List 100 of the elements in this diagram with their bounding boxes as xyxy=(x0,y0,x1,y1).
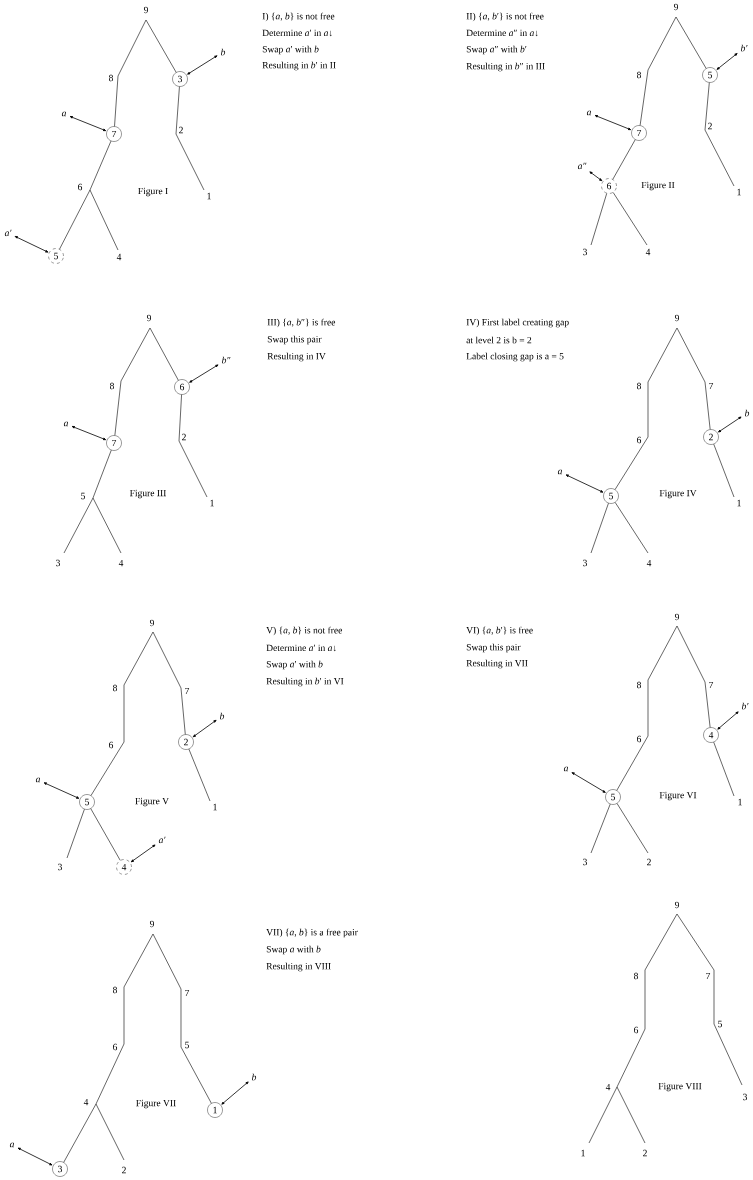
tree-branch xyxy=(647,381,649,438)
double-arrow xyxy=(589,171,603,182)
step-text: Swap this pair xyxy=(267,335,322,345)
circled-node: 7 xyxy=(631,125,647,141)
figure-caption: Figure VII xyxy=(136,1099,176,1109)
figure-caption: Figure VIII xyxy=(658,1082,702,1092)
tree-branch xyxy=(178,394,182,442)
pointer-label: b″ xyxy=(222,356,231,364)
node-number: 3 xyxy=(56,559,60,567)
tree-branch xyxy=(92,497,122,554)
circled-node: 5 xyxy=(605,789,621,805)
tree-branch xyxy=(644,969,646,1030)
tree-branch xyxy=(704,82,710,131)
tree-branch xyxy=(63,497,94,554)
tree-branch xyxy=(92,449,112,499)
tree-branch xyxy=(123,933,154,988)
tree-branch xyxy=(89,189,119,251)
double-arrow xyxy=(565,474,604,493)
pointer-label: b xyxy=(219,712,225,720)
node-number: 3 xyxy=(583,248,587,256)
node-number: 5 xyxy=(718,1020,722,1028)
figure-caption: Figure I xyxy=(138,187,168,197)
node-number: 6 xyxy=(109,741,114,749)
node-number: 3 xyxy=(743,1093,747,1101)
node-number: 8 xyxy=(637,681,641,689)
dashed-circled-node: 5 xyxy=(48,248,64,264)
step-text: Determine a″ in a↓ xyxy=(466,29,538,37)
circled-node: 2 xyxy=(178,734,194,750)
circled-node: 4 xyxy=(703,727,719,743)
tree-branch xyxy=(117,19,147,77)
tree-branch xyxy=(639,69,649,126)
node-number: 7 xyxy=(709,681,714,689)
tree-branch xyxy=(152,933,182,990)
node-number: 9 xyxy=(674,613,679,621)
figure-caption: Figure V xyxy=(135,797,169,807)
tree-branch xyxy=(95,1103,125,1161)
node-number: 8 xyxy=(110,382,114,390)
tree-branch xyxy=(588,1086,618,1144)
circled-node: 1 xyxy=(207,1102,223,1118)
tree-branch xyxy=(616,1086,646,1144)
step-text: Resulting in b′ in II xyxy=(262,61,336,71)
tree-branch xyxy=(616,735,649,791)
tree-branch xyxy=(123,631,154,686)
node-number: 8 xyxy=(113,986,117,994)
tree-branch xyxy=(180,988,182,1048)
tree-branch xyxy=(713,969,715,1025)
step-text: Determine a′ in a↓ xyxy=(262,29,332,37)
tree-branch xyxy=(675,16,707,69)
tree-branch xyxy=(95,1043,125,1105)
tree-branch xyxy=(704,381,711,430)
step-text: Resulting in VIII xyxy=(266,962,331,972)
circled-node: 3 xyxy=(172,71,188,87)
node-number: 7 xyxy=(709,382,714,390)
node-number: 3 xyxy=(58,863,62,871)
step-text: II) {a, b′} is not free xyxy=(466,12,544,22)
tree-branch xyxy=(590,803,611,854)
dashed-circled-node: 4 xyxy=(116,859,132,875)
step-text: III) {a, b″} is free xyxy=(267,318,336,328)
double-arrow xyxy=(43,782,80,799)
tree-branch xyxy=(180,687,186,735)
figure-caption: Figure III xyxy=(129,489,166,499)
tree-branch xyxy=(676,327,706,383)
pointer-label: a xyxy=(61,111,66,117)
tree-branch xyxy=(614,436,649,490)
node-number: 1 xyxy=(737,188,741,196)
tree-branch xyxy=(175,133,205,191)
double-arrow xyxy=(718,416,742,433)
node-number: 3 xyxy=(583,858,587,866)
pointer-label: a xyxy=(557,469,562,475)
step-text: Resulting in IV xyxy=(267,352,326,362)
node-number: 9 xyxy=(149,619,154,627)
step-text: Resulting in b″ in III xyxy=(466,62,545,72)
node-number: 1 xyxy=(737,499,741,507)
tree-branch xyxy=(63,1103,97,1163)
step-text: at level 2 is b = 2 xyxy=(466,336,532,344)
circled-node: 2 xyxy=(703,429,719,445)
double-arrow xyxy=(17,1147,53,1166)
node-number: 1 xyxy=(207,192,211,200)
step-text: Swap a with b xyxy=(266,945,321,955)
pointer-label: a xyxy=(563,766,568,772)
pointer-label: a′ xyxy=(4,229,12,237)
tree-branch xyxy=(590,193,608,246)
dashed-circled-node: 6 xyxy=(601,178,617,194)
step-text: Swap a′ with b xyxy=(262,45,319,55)
node-number: 1 xyxy=(581,1149,585,1157)
node-number: 8 xyxy=(637,382,641,390)
step-text: Resulting in b′ in VI xyxy=(266,677,344,687)
node-number: 9 xyxy=(143,6,148,14)
pointer-label: b xyxy=(220,48,226,56)
step-text: V) {a, b} is not free xyxy=(266,626,342,636)
tree-branch xyxy=(616,803,649,854)
tree-branch xyxy=(647,625,678,681)
double-arrow xyxy=(716,53,738,70)
node-number: 7 xyxy=(185,687,190,695)
node-number: 4 xyxy=(646,559,652,567)
tree-branch xyxy=(612,139,636,180)
circled-node: 3 xyxy=(52,1161,68,1177)
double-arrow xyxy=(14,236,49,253)
step-text: Swap a′ with b xyxy=(266,660,323,670)
tree-branch xyxy=(114,75,119,127)
